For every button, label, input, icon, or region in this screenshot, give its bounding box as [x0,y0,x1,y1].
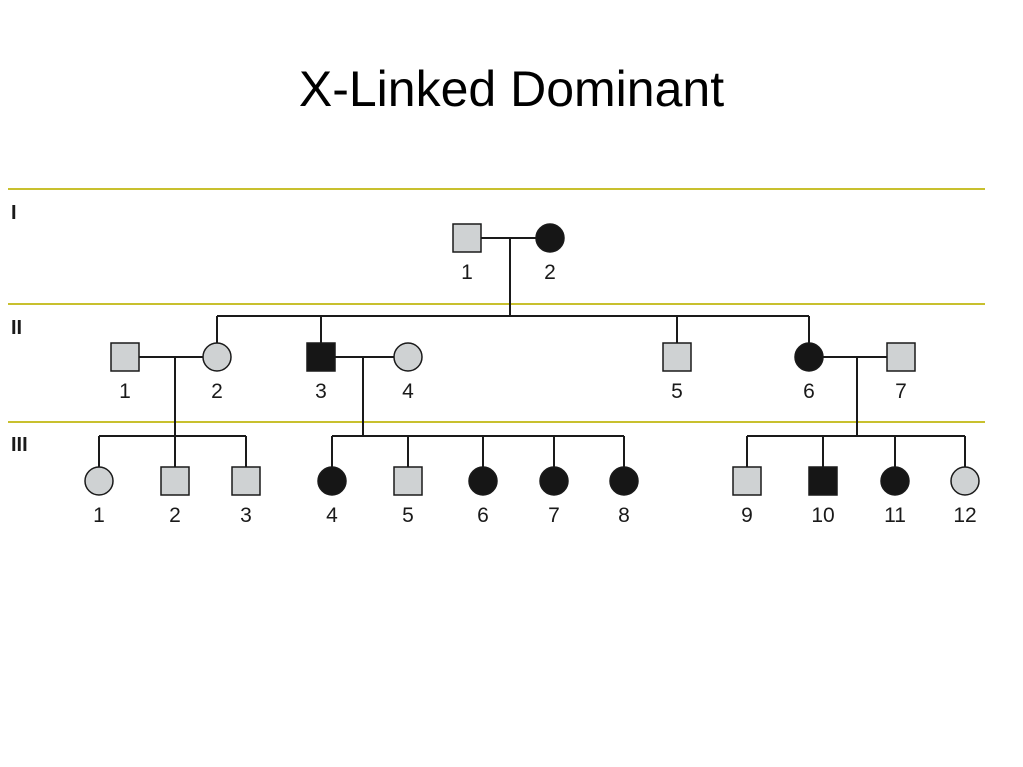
unaffected-female-circle [202,342,232,372]
individual-number-label: 6 [803,380,815,403]
generation-label: I [11,202,17,224]
affected-male-square [306,342,336,372]
individual-number-label: 2 [544,261,556,284]
individual-number-label: 11 [884,504,906,527]
individual-number-label: 5 [402,504,414,527]
individual-number-label: 6 [477,504,489,527]
unaffected-male-square [732,466,762,496]
individual-number-label: 12 [953,504,976,527]
generation-label: III [11,434,28,456]
affected-female-circle [794,342,824,372]
unaffected-male-square [886,342,916,372]
unaffected-male-square [160,466,190,496]
individual-number-label: 2 [211,380,223,403]
unaffected-male-square [110,342,140,372]
individual-number-label: 4 [402,380,414,403]
unaffected-female-circle [84,466,114,496]
affected-female-circle [468,466,498,496]
individual-number-label: 1 [461,261,473,284]
individual-number-label: 10 [811,504,834,527]
individual-number-label: 1 [93,504,105,527]
individual-number-label: 4 [326,504,338,527]
unaffected-male-square [231,466,261,496]
individual-number-label: 2 [169,504,181,527]
unaffected-male-square [393,466,423,496]
unaffected-male-square [452,223,482,253]
slide-title: X-Linked Dominant [298,61,725,117]
individual-number-label: 1 [119,380,131,403]
unaffected-female-circle [393,342,423,372]
individual-number-label: 7 [895,380,907,403]
unaffected-female-circle [950,466,980,496]
affected-female-circle [317,466,347,496]
individual-number-label: 9 [741,504,753,527]
individual-number-label: 7 [548,504,560,527]
generation-label: II [11,317,22,339]
individual-number-label: 8 [618,504,630,527]
affected-female-circle [880,466,910,496]
affected-male-square [808,466,838,496]
unaffected-male-square [662,342,692,372]
affected-female-circle [609,466,639,496]
individual-number-label: 5 [671,380,683,403]
affected-female-circle [535,223,565,253]
affected-female-circle [539,466,569,496]
individual-number-label: 3 [240,504,252,527]
individual-number-label: 3 [315,380,327,403]
